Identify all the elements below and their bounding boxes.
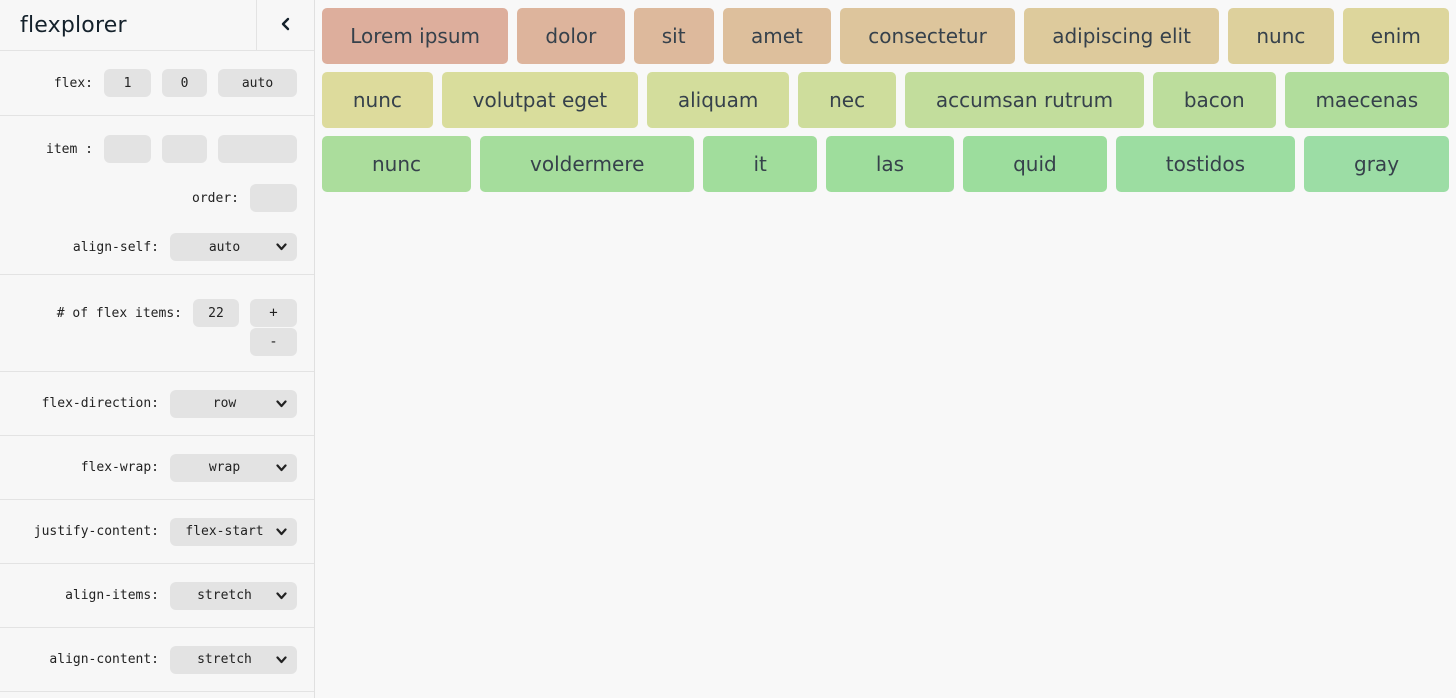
justify-content-select-wrap: flex-start xyxy=(170,517,297,546)
align-content-label: align-content: xyxy=(49,652,159,667)
align-self-select[interactable]: auto xyxy=(170,233,297,261)
add-item-button[interactable]: + xyxy=(250,299,297,327)
align-items-select[interactable]: stretch xyxy=(170,581,297,610)
chevron-left-icon xyxy=(280,17,291,34)
flex-item: voldermere xyxy=(480,136,695,192)
justify-content-select[interactable]: flex-start xyxy=(170,517,297,546)
flex-item: volutpat eget xyxy=(441,72,638,128)
flex-direction-select-wrap: row xyxy=(170,389,297,418)
item-basis-input[interactable] xyxy=(218,135,297,163)
flex-label: flex: xyxy=(53,75,93,91)
section-item: item : order: align-self: auto xyxy=(0,116,314,275)
section-flex-direction: flex-direction: row xyxy=(0,372,314,436)
item-grow-input[interactable] xyxy=(104,135,151,163)
flex-item: Lorem ipsum xyxy=(322,8,509,64)
flex-item: gray xyxy=(1304,136,1450,192)
align-content-select-wrap: stretch xyxy=(170,645,297,674)
flex-item: enim xyxy=(1342,8,1450,64)
flex-item: maecenas xyxy=(1284,72,1450,128)
justify-content-label: justify-content: xyxy=(33,524,159,539)
flex-item: it xyxy=(703,136,817,192)
flex-item: consectetur xyxy=(840,8,1016,64)
flex-grow-input[interactable] xyxy=(104,69,151,97)
align-content-select[interactable]: stretch xyxy=(170,645,297,674)
sidebar-header: flexplorer xyxy=(0,0,314,51)
flex-item: las xyxy=(825,136,955,192)
sidebar: flexplorer flex: item : order: align-sel… xyxy=(0,0,315,698)
flex-item: nunc xyxy=(1228,8,1334,64)
collapse-sidebar-button[interactable] xyxy=(256,0,314,50)
flex-wrap-select[interactable]: wrap xyxy=(170,453,297,482)
item-shrink-input[interactable] xyxy=(162,135,207,163)
flex-item: nunc xyxy=(322,72,433,128)
section-align-items: align-items: stretch xyxy=(0,564,314,628)
flex-item: quid xyxy=(963,136,1107,192)
flex-item: adipiscing elit xyxy=(1024,8,1220,64)
flex-item: nec xyxy=(798,72,896,128)
section-flex: flex: xyxy=(0,51,314,116)
flex-item: tostidos xyxy=(1115,136,1296,192)
flex-item: accumsan rutrum xyxy=(904,72,1144,128)
order-input[interactable] xyxy=(250,184,297,212)
flex-item-count-input[interactable] xyxy=(193,299,239,327)
align-items-select-wrap: stretch xyxy=(170,581,297,610)
section-flex-item-count: # of flex items: + - xyxy=(0,275,314,372)
flex-direction-select[interactable]: row xyxy=(170,389,297,418)
remove-item-button[interactable]: - xyxy=(250,328,297,356)
flex-item: bacon xyxy=(1152,72,1276,128)
flex-item: aliquam xyxy=(646,72,790,128)
flex-item: sit xyxy=(633,8,714,64)
flex-wrap-select-wrap: wrap xyxy=(170,453,297,482)
align-self-select-wrap: auto xyxy=(170,233,297,261)
section-flex-wrap: flex-wrap: wrap xyxy=(0,436,314,500)
flex-shrink-input[interactable] xyxy=(162,69,207,97)
section-justify-content: justify-content: flex-start xyxy=(0,500,314,564)
app-title: flexplorer xyxy=(20,12,127,38)
flex-wrap-label: flex-wrap: xyxy=(80,460,159,475)
order-label: order: xyxy=(192,190,239,206)
flex-item: nunc xyxy=(322,136,472,192)
flex-basis-input[interactable] xyxy=(218,69,297,97)
align-items-label: align-items: xyxy=(65,588,159,603)
flex-item: dolor xyxy=(517,8,625,64)
item-label: item : xyxy=(46,141,93,157)
flex-item-count-label: # of flex items: xyxy=(56,305,182,321)
flex-item: amet xyxy=(722,8,832,64)
flex-direction-label: flex-direction: xyxy=(41,396,159,411)
section-align-content: align-content: stretch xyxy=(0,628,314,692)
align-self-label: align-self: xyxy=(72,239,159,255)
